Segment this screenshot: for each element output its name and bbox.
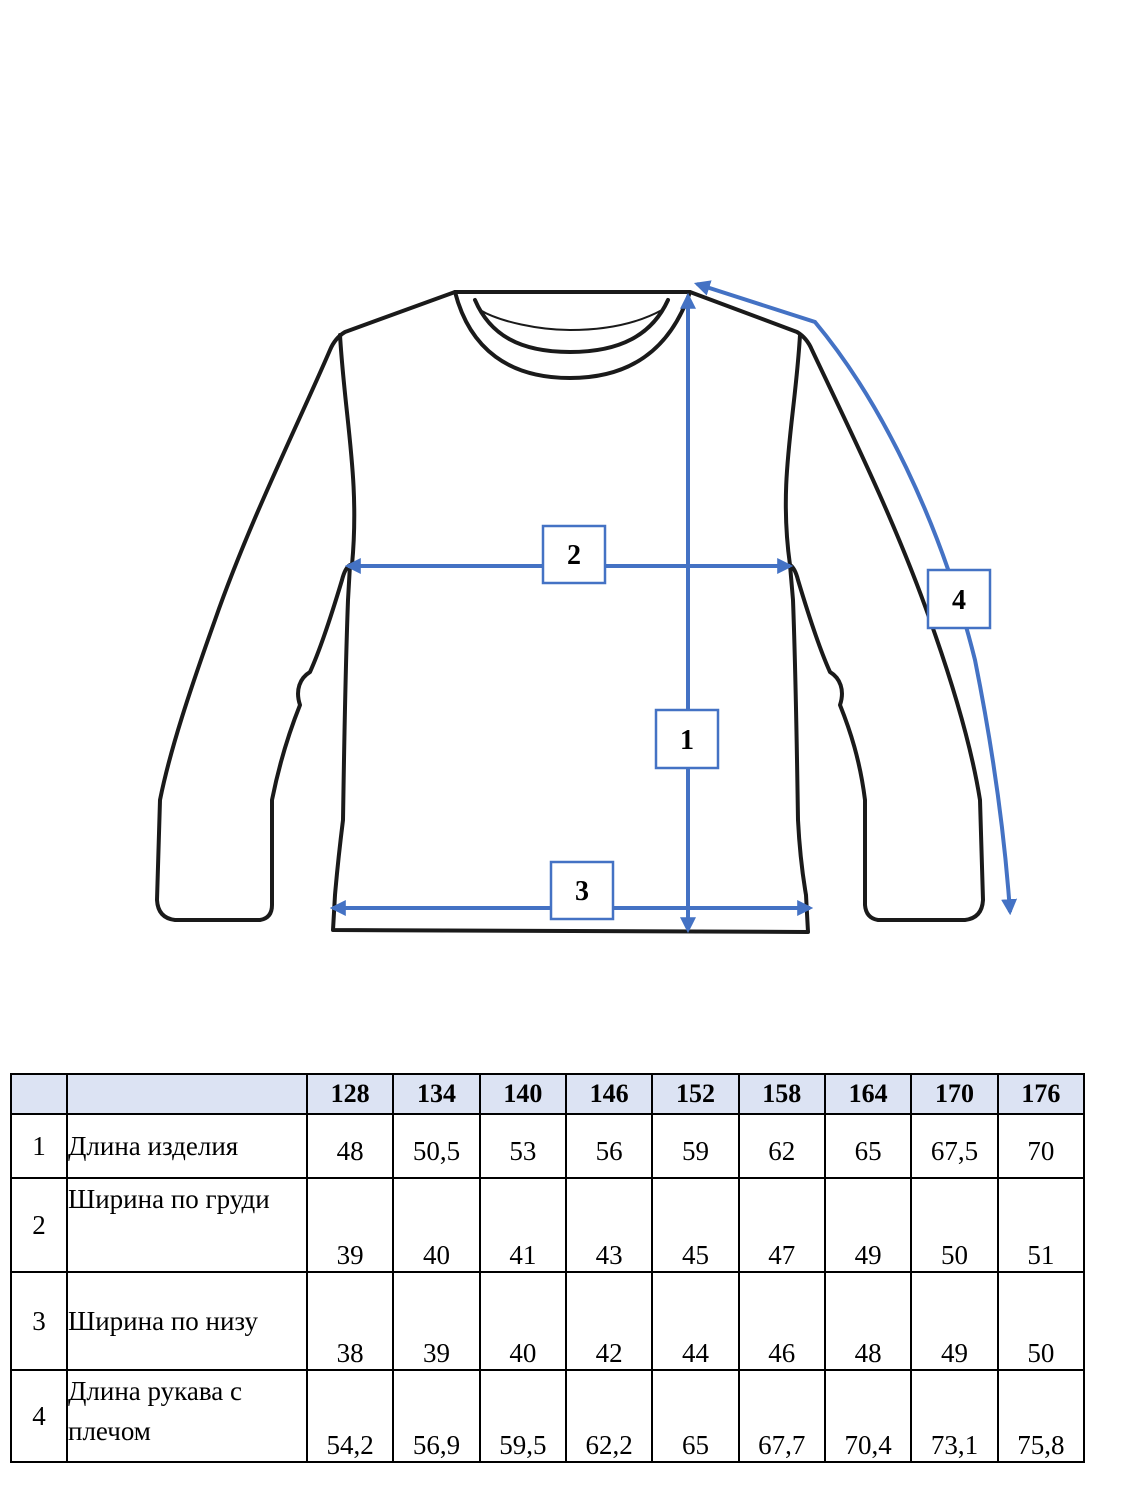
table-row: 1 Длина изделия 48 50,5 53 56 59 62 65 6… — [10, 1113, 1086, 1179]
value-cell: 54,2 — [305, 1369, 395, 1463]
row-number: 1 — [10, 1113, 68, 1179]
row-label: Ширина по низу — [66, 1271, 308, 1371]
value-cell: 70,4 — [823, 1369, 913, 1463]
marker-4: 4 — [926, 568, 992, 630]
svg-text:4: 4 — [952, 585, 966, 616]
size-header: 152 — [651, 1073, 740, 1115]
size-header: 146 — [564, 1073, 654, 1115]
size-header: 164 — [823, 1073, 913, 1115]
value-cell: 41 — [478, 1177, 567, 1273]
marker-2: 2 — [541, 524, 607, 585]
svg-text:2: 2 — [567, 540, 581, 571]
value-cell: 46 — [737, 1271, 826, 1371]
value-cell: 75,8 — [996, 1369, 1086, 1463]
row-label: Длина рукава с плечом — [66, 1369, 308, 1463]
svg-text:1: 1 — [680, 725, 694, 756]
row-number: 2 — [10, 1177, 68, 1273]
header-num-cell — [10, 1073, 68, 1115]
value-cell: 40 — [478, 1271, 567, 1371]
value-cell: 50 — [996, 1271, 1086, 1371]
collar-stitch — [479, 309, 663, 331]
marker-3: 3 — [549, 860, 615, 921]
header-label-cell — [66, 1073, 308, 1115]
marker-1: 1 — [654, 708, 720, 770]
value-cell: 53 — [478, 1113, 567, 1179]
table-row: 4 Длина рукава с плечом 54,2 56,9 59,5 6… — [10, 1369, 1086, 1463]
size-header: 176 — [996, 1073, 1086, 1115]
value-cell: 65 — [651, 1369, 740, 1463]
value-cell: 56 — [564, 1113, 654, 1179]
collar-outer — [453, 290, 692, 380]
value-cell: 70 — [996, 1113, 1086, 1179]
svg-text:3: 3 — [575, 876, 589, 907]
value-cell: 48 — [305, 1113, 395, 1179]
value-cell: 50 — [910, 1177, 999, 1273]
size-header: 134 — [392, 1073, 481, 1115]
value-cell: 45 — [651, 1177, 740, 1273]
collar-inner — [473, 298, 670, 354]
right-side-seam — [783, 333, 802, 567]
value-cell: 49 — [823, 1177, 913, 1273]
size-header: 158 — [737, 1073, 826, 1115]
row-label: Длина изделия — [66, 1113, 308, 1179]
size-header: 170 — [910, 1073, 999, 1115]
value-cell: 59,5 — [478, 1369, 567, 1463]
value-cell: 39 — [392, 1271, 481, 1371]
value-cell: 51 — [996, 1177, 1086, 1273]
body-outline — [155, 290, 985, 934]
value-cell: 50,5 — [392, 1113, 481, 1179]
value-cell: 49 — [910, 1271, 999, 1371]
value-cell: 40 — [392, 1177, 481, 1273]
table-row: 3 Ширина по низу 38 39 40 42 44 46 48 49… — [10, 1271, 1086, 1371]
value-cell: 39 — [305, 1177, 395, 1273]
value-cell: 56,9 — [392, 1369, 481, 1463]
size-header: 128 — [305, 1073, 395, 1115]
value-cell: 62 — [737, 1113, 826, 1179]
value-cell: 73,1 — [910, 1369, 999, 1463]
row-number: 4 — [10, 1369, 68, 1463]
measurement-lines — [329, 280, 1018, 934]
size-header-row: 128 134 140 146 152 158 164 170 176 — [10, 1073, 1086, 1115]
size-table: 128 134 140 146 152 158 164 170 176 1 Дл… — [10, 1073, 1086, 1463]
value-cell: 44 — [651, 1271, 740, 1371]
garment-outline — [155, 290, 985, 934]
value-cell: 47 — [737, 1177, 826, 1273]
value-cell: 67,5 — [910, 1113, 999, 1179]
value-cell: 59 — [651, 1113, 740, 1179]
row-label: Ширина по груди — [66, 1177, 308, 1273]
value-cell: 43 — [564, 1177, 654, 1273]
value-cell: 62,2 — [564, 1369, 654, 1463]
garment-measurement-diagram: 2 4 1 3 — [155, 280, 1018, 934]
value-cell: 42 — [564, 1271, 654, 1371]
table-row: 2 Ширина по груди 39 40 41 43 45 47 49 5… — [10, 1177, 1086, 1273]
left-side-seam — [338, 333, 357, 567]
row-number: 3 — [10, 1271, 68, 1371]
size-header: 140 — [478, 1073, 567, 1115]
value-cell: 65 — [823, 1113, 913, 1179]
value-cell: 38 — [305, 1271, 395, 1371]
value-cell: 67,7 — [737, 1369, 826, 1463]
value-cell: 48 — [823, 1271, 913, 1371]
